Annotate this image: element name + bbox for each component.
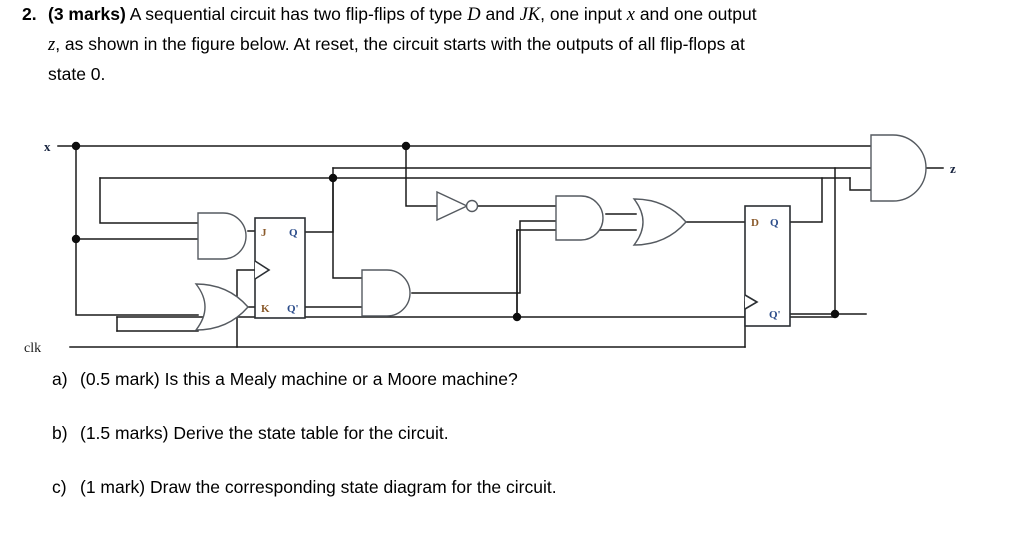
- subquestion-c-text: (1 mark) Draw the corresponding state di…: [80, 477, 557, 497]
- d-q-label: Q: [770, 217, 779, 229]
- question-stem: 2. (3 marks) A sequential circuit has tw…: [0, 0, 1024, 89]
- subquestion-c: c) (1 mark) Draw the corresponding state…: [0, 474, 1024, 500]
- subquestion-a-marker: a): [52, 369, 68, 389]
- d-d-label: D: [751, 217, 759, 229]
- and-gate-d1: [555, 195, 604, 241]
- wire-q-jk-to-and-j: [99, 177, 199, 224]
- wire-layer: [57, 145, 944, 348]
- variable-x: x: [626, 5, 635, 25]
- question-text-part-6: state 0.: [48, 64, 106, 84]
- wire-feedback-to-or-d: [516, 229, 637, 318]
- input-x-label: x: [44, 139, 51, 154]
- subquestion-a-text: (0.5 mark) Is this a Mealy machine or a …: [80, 369, 518, 389]
- wire-x-to-or-k: [75, 238, 199, 316]
- question-text-part-1: A sequential circuit has two flip-flips …: [125, 4, 468, 24]
- or-gate-d: [632, 198, 687, 246]
- junction-qbar-d: [830, 309, 840, 319]
- junction-feedback-bottom: [512, 312, 522, 322]
- question-line-1: 2. (3 marks) A sequential circuit has tw…: [0, 0, 1024, 89]
- d-flipflop: D Q Q': [744, 205, 791, 327]
- wire-x-to-not: [405, 145, 438, 207]
- and-gate-j: [197, 212, 247, 260]
- jk-k-label: K: [261, 303, 270, 315]
- jk-flipflop: J K Q Q': [254, 217, 306, 319]
- junction-x-mid: [71, 234, 81, 244]
- wire-q-jk-up: [304, 177, 334, 233]
- junction-layer: [71, 141, 840, 322]
- jk-qbar-label: Q': [287, 303, 299, 315]
- output-z-label: z: [950, 161, 956, 176]
- subquestions-list: a) (0.5 mark) Is this a Mealy machine or…: [0, 366, 1024, 528]
- question-text-part-3: , one input: [540, 4, 627, 24]
- and-gate-output: [870, 134, 927, 202]
- junction-x-not: [401, 141, 411, 151]
- wire-clk-to-jk-ff: [236, 269, 256, 348]
- question-text: (3 marks) A sequential circuit has two f…: [48, 0, 996, 89]
- question-number: 2.: [22, 4, 37, 24]
- jk-j-label: J: [261, 227, 267, 239]
- d-qbar-label: Q': [769, 309, 781, 321]
- junction-x-top: [71, 141, 81, 151]
- subquestion-b: b) (1.5 marks) Derive the state table fo…: [0, 420, 1024, 446]
- jk-q-label: Q: [289, 227, 298, 239]
- subquestion-c-marker: c): [52, 477, 67, 497]
- question-text-part-2: and: [480, 4, 520, 24]
- or-gate-k: [194, 283, 249, 331]
- question-text-part-5: , as shown in the figure below. At reset…: [55, 34, 745, 54]
- marks-label: (3 marks): [48, 4, 126, 24]
- wire-and-mid-out: [411, 220, 557, 294]
- not-gate: [436, 190, 479, 222]
- and-gate-mid: [361, 269, 411, 317]
- question-text-part-4: and one output: [634, 4, 757, 24]
- circuit-diagram: J K Q Q' D Q Q' x z clk: [0, 118, 1024, 358]
- subquestion-b-text: (1.5 marks) Derive the state table for t…: [80, 423, 449, 443]
- subquestion-b-marker: b): [52, 423, 68, 443]
- subquestion-a: a) (0.5 mark) Is this a Mealy machine or…: [0, 366, 1024, 392]
- wire-q-bus-to-out-and: [849, 177, 872, 191]
- wire-q-d-out: [789, 177, 823, 223]
- junction-q-jk: [328, 173, 338, 183]
- variable-jk: JK: [519, 5, 541, 25]
- wire-q-jk-to-and-mid: [332, 177, 363, 279]
- variable-z: z: [48, 35, 56, 55]
- clock-label: clk: [24, 341, 41, 356]
- variable-d: D: [467, 5, 481, 25]
